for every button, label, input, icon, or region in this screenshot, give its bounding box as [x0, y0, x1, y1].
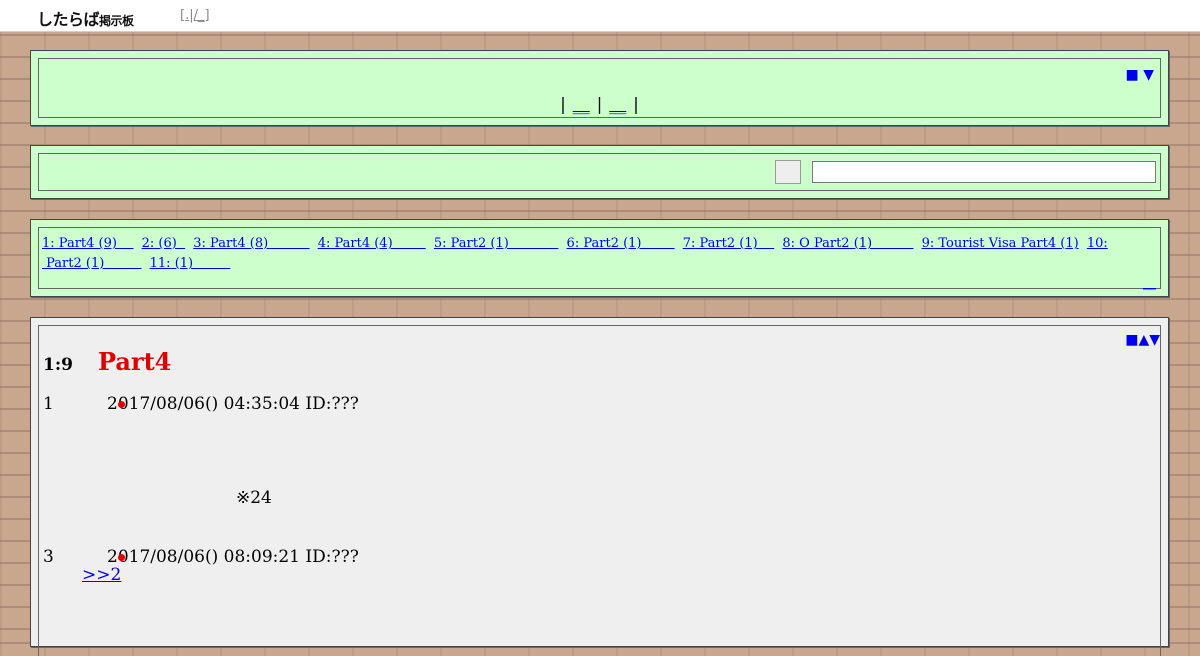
board-header-inner: ■ ▼ | __ | __ |: [38, 58, 1161, 118]
post-date: 2017/08/06() 08:09:21 ID:???: [107, 547, 359, 567]
board-link-2[interactable]: __: [609, 95, 627, 115]
thread-link-10[interactable]: 10: Part2 (1): [42, 236, 1108, 271]
logo-subtext: 掲示板: [99, 14, 134, 28]
post-body: ※24: [236, 488, 272, 508]
search-input[interactable]: [812, 161, 1156, 183]
site-logo[interactable]: したらば掲示板: [37, 6, 134, 30]
top-nav: [.|/_]: [180, 8, 210, 23]
post-date: 2017/08/06() 04:35:04 ID:???: [107, 394, 359, 414]
post-number: 3: [43, 547, 54, 567]
board-nav-arrows: ■ ▼: [1126, 67, 1154, 83]
thread-link-1[interactable]: 1: Part4 (9): [42, 236, 134, 251]
board-links: | __ | __ |: [560, 95, 639, 115]
board-link-1[interactable]: __: [572, 95, 590, 115]
board-header-panel: ■ ▼ | __ | __ |: [30, 50, 1169, 126]
thread-list-inner: 1: Part4 (9) 2: (6) 3: Part4 (8) 4: Part…: [38, 227, 1161, 291]
thread-link-7[interactable]: 7: Part2 (1): [682, 236, 775, 251]
poster-dot-icon: [118, 554, 125, 561]
thread-link-9[interactable]: 9: Tourist Visa Part4 (1): [921, 236, 1079, 251]
thread-link-6[interactable]: 6: Part2 (1): [566, 236, 675, 251]
search-panel-inner: [38, 153, 1161, 191]
thread-link-11[interactable]: 11: (1): [149, 256, 231, 271]
square-icon[interactable]: ■: [1125, 67, 1139, 83]
thread-list: 1: Part4 (9) 2: (6) 3: Part4 (8) 4: Part…: [42, 234, 1158, 274]
search-button[interactable]: [775, 160, 801, 184]
thread-list-panel: 1: Part4 (9) 2: (6) 3: Part4 (8) 4: Part…: [30, 219, 1169, 297]
post-header: 3 2017/08/06() 08:09:21 ID:???: [43, 547, 359, 567]
logo-text: したらば: [37, 10, 100, 29]
post-number: 1: [43, 394, 54, 414]
post-header: 1 2017/08/06() 04:35:04 ID:???: [43, 394, 359, 414]
poster-dot-icon: [118, 401, 125, 408]
thread-title: Part4: [98, 347, 172, 376]
search-panel: [30, 145, 1169, 199]
down-arrow-icon[interactable]: ▼: [1149, 332, 1160, 348]
thread-link-3[interactable]: 3: Part4 (8): [193, 236, 310, 251]
thread-link-5[interactable]: 5: Part2 (1): [433, 236, 559, 251]
reply-anchor-link[interactable]: >>2: [82, 565, 122, 585]
thread-link-2[interactable]: 2: (6): [141, 236, 186, 251]
square-icon[interactable]: ■: [1125, 332, 1139, 348]
thread-link-8[interactable]: 8: O Part2 (1): [782, 236, 914, 251]
thread-post-count: 1:9: [43, 355, 73, 375]
up-arrow-icon[interactable]: ▲: [1138, 332, 1150, 348]
thread-inner: ■▲▼ 1:9 Part4 1 2017/08/06() 04:35:04 ID:…: [38, 325, 1161, 656]
thread-nav-arrows: ■▲▼: [1125, 332, 1160, 348]
top-nav-link-board[interactable]: /_: [193, 8, 205, 23]
top-nav-link-home[interactable]: .: [185, 8, 190, 23]
thread-link-4[interactable]: 4: Part4 (4): [317, 236, 426, 251]
thread-list-more-link[interactable]: __: [1143, 276, 1156, 291]
top-bar: したらば掲示板 [.|/_]: [0, 0, 1200, 32]
down-arrow-icon[interactable]: ▼: [1143, 67, 1154, 83]
thread-panel: ■▲▼ 1:9 Part4 1 2017/08/06() 04:35:04 ID:…: [30, 317, 1169, 656]
